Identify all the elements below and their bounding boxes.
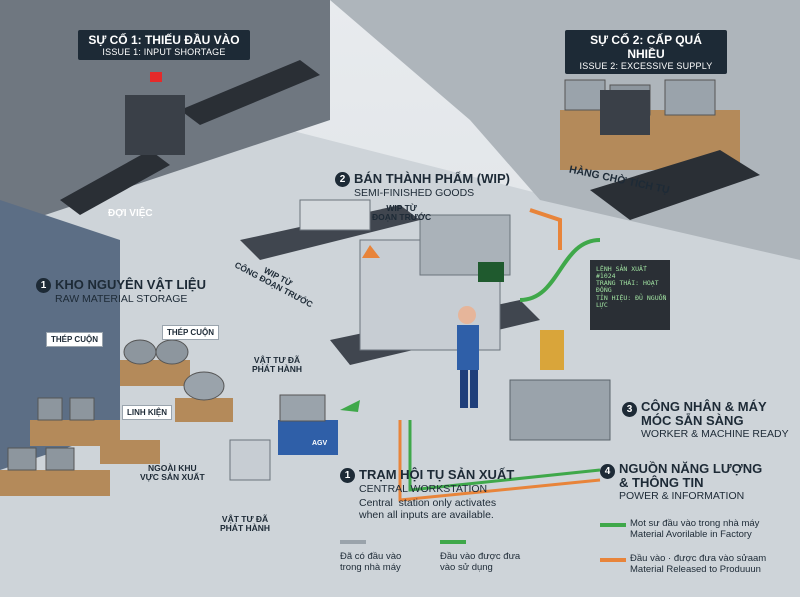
excess-boxes [560,79,760,220]
green-flow-line [519,238,601,302]
orange-arrow [362,245,380,258]
issue1-caption: ĐỢI VIỆC [108,208,153,219]
station-number: 1 [340,468,355,483]
issue1-subtitle: ISSUE 1: INPUT SHORTAGE [102,47,226,57]
station-subtitle: CENTRAL WORKSTATION [359,482,488,495]
legend-green-text: Mot sư đầu vào trong nhà máy Material Av… [630,518,760,540]
legend-swatch-green [600,523,626,527]
raw-number: 1 [36,278,51,293]
power-title: NGUỒN NĂNG LƯỢNG & THÔNG TIN [619,461,763,491]
legend-orange-text: Đầu vào · được đưa vào sửaam Material Re… [630,553,767,575]
issue2-badge: SỰ CỐ 2: CẤP QUÁ NHIỀU ISSUE 2: EXCESSIV… [565,30,727,74]
legend-in-factory-text: Đã có đầu vào trong nhà máy [340,551,402,573]
agv-vehicle [229,394,338,481]
raw-subtitle: RAW MATERIAL STORAGE [55,292,188,305]
raw-title: KHO NGUYÊN VẬT LIỆU [55,277,206,292]
legend-in-use-text: Đầu vào được đưa vào sử dụng [440,551,521,573]
issue1-title: SỰ CỐ 1: THIẾU ĐẦU VÀO [88,33,240,47]
wip-title: BÁN THÀNH PHẨM (WIP) [354,171,510,186]
worker-figure [457,306,479,408]
legend-orange: Đầu vào · được đưa vào sửaam Material Re… [600,553,766,575]
orange-power-line [398,420,601,502]
empty-conveyor [60,60,320,215]
green-power-line [408,420,601,492]
wip-number: 2 [335,172,350,187]
screen-line2: #1024 [596,272,616,281]
raw-heading: 1 KHO NGUYÊN VẬT LIỆU RAW MATERIAL STORAG… [36,276,206,305]
screen-line1: LỆNH SẢN XUẤT [596,265,647,273]
screen-line3: TRẠNG THÁI: HOẠT ĐỘNG [596,279,659,295]
wip-subtitle: SEMI-FINISHED GOODS [354,186,475,199]
coil-tag-a: THÉP CUỘN [46,332,103,347]
station-title: TRẠM HỘI TỤ SẢN XUẤT [359,467,515,482]
orange-flow-line [529,208,562,250]
ready-subtitle: WORKER & MACHINE READY [641,427,789,440]
coil-tag-b: THÉP CUỘN [162,325,219,340]
issue2-title: SỰ CỐ 2: CẤP QUÁ NHIỀU [590,33,702,61]
legend-green: Mot sư đầu vào trong nhà máy Material Av… [600,518,759,540]
issue1-badge: SỰ CỐ 1: THIẾU ĐẦU VÀO ISSUE 1: INPUT SH… [78,30,250,60]
ready-number: 3 [622,402,637,417]
legend-swatch-green-short [440,540,466,545]
legend-swatch-grey [340,540,366,545]
legend-in-factory: Đã có đầu vào trong nhà máy [340,537,401,573]
power-heading: 4 NGUỒN NĂNG LƯỢNG & THÔNG TIN POWER & IN… [600,461,763,502]
coil-stack [0,339,233,496]
station-heading: 1 TRẠM HỘI TỤ SẢN XUẤT CENTRAL WORKSTATIO… [340,466,514,521]
production-screen: LỆNH SẢN XUẤT #1024 TRẠNG THÁI: HOẠT ĐỘN… [596,265,668,309]
agv-label: AGV [312,440,328,447]
issue2-subtitle: ISSUE 2: EXCESSIVE SUPPLY [579,61,713,71]
outside-label: NGOÀI KHU VỰC SẢN XUẤT [140,463,205,483]
green-arrow [340,400,360,412]
legend-in-use: Đầu vào được đưa vào sử dụng [440,537,520,573]
legend-swatch-orange [600,558,626,562]
screen-line4: TÍN HIỆU: ĐỦ NGUỒN LỰC [596,293,667,309]
ready-title: CÔNG NHÂN & MÁY MÓC SẴN SÀNG [641,399,767,429]
ready-heading: 3 CÔNG NHÂN & MÁY MÓC SẴN SÀNG WORKER & M… [622,399,789,440]
station-note: Central station only activates when all … [359,497,497,521]
released-bottom-label: VẬT TƯ ĐÃ PHÁT HÀNH [220,514,271,534]
power-subtitle: POWER & INFORMATION [619,489,745,502]
released-top-label: VẬT TƯ ĐÃ PHÁT HÀNH [252,355,303,375]
parts-tag: LINH KIỆN [122,405,172,420]
power-number: 4 [600,464,615,479]
wip-prev-step: WIP TỪ ĐOẠN TRƯỚC [372,203,432,223]
wip-heading: 2 BÁN THÀNH PHẨM (WIP) SEMI-FINISHED GOOD… [335,170,510,199]
